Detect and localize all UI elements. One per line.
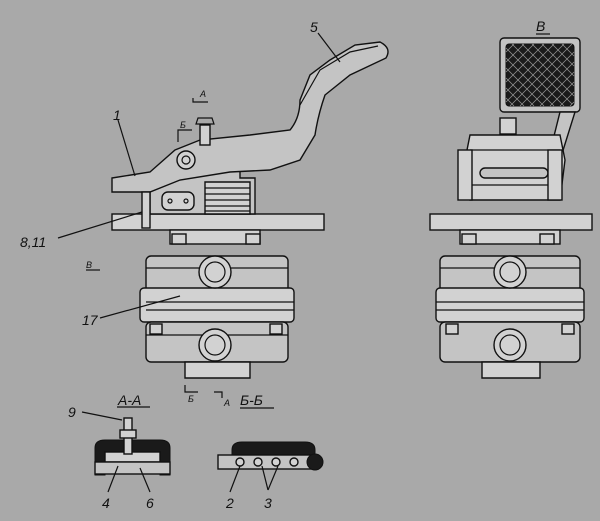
upper-port bbox=[198, 255, 232, 289]
mark-view-b: В bbox=[86, 260, 92, 270]
pedal-lever bbox=[111, 41, 389, 193]
callout-4: 4 bbox=[102, 495, 110, 511]
mark-a-top: А bbox=[199, 89, 206, 99]
callout-1: 1 bbox=[113, 107, 121, 123]
pivot-pin bbox=[176, 150, 196, 170]
rubber-boot bbox=[204, 181, 251, 215]
cut-mark-b-top bbox=[177, 129, 192, 142]
cut-mark-b-bottom bbox=[184, 385, 198, 393]
adjusting-screw bbox=[195, 117, 215, 146]
mark-b-bottom: Б bbox=[188, 394, 194, 404]
stem-nut bbox=[499, 117, 517, 135]
section-bb bbox=[217, 407, 324, 493]
section-bb-nut bbox=[306, 453, 324, 471]
view-b-front bbox=[429, 33, 593, 379]
mark-a-bottom: А bbox=[223, 398, 230, 408]
callout-8-11: 8,11 bbox=[20, 234, 46, 250]
front-lower-port bbox=[493, 328, 527, 362]
callout-17: 17 bbox=[82, 312, 99, 328]
section-aa-title: А-А bbox=[117, 392, 141, 408]
callout-2: 2 bbox=[225, 495, 234, 511]
slot-plate bbox=[161, 191, 195, 211]
main-side-view bbox=[86, 41, 389, 398]
front-upper-port bbox=[493, 255, 527, 289]
callout-3: 3 bbox=[264, 495, 272, 511]
mark-b-top: Б bbox=[180, 120, 186, 130]
lower-port bbox=[198, 328, 232, 362]
callout-9: 9 bbox=[68, 404, 76, 420]
stop-bolt bbox=[141, 191, 151, 229]
section-bb-title: Б-Б bbox=[240, 392, 263, 408]
leader-lines bbox=[57, 32, 341, 319]
base-plate-front bbox=[429, 213, 593, 231]
body-bolts bbox=[149, 233, 283, 335]
cut-mark-a-bottom bbox=[214, 391, 223, 398]
callout-6: 6 bbox=[146, 495, 154, 511]
view-b-title: В bbox=[536, 18, 545, 34]
section-aa bbox=[81, 406, 171, 493]
cut-mark-a-top bbox=[192, 98, 208, 103]
callout-5: 5 bbox=[310, 19, 318, 35]
section-bb-balls bbox=[235, 457, 299, 467]
